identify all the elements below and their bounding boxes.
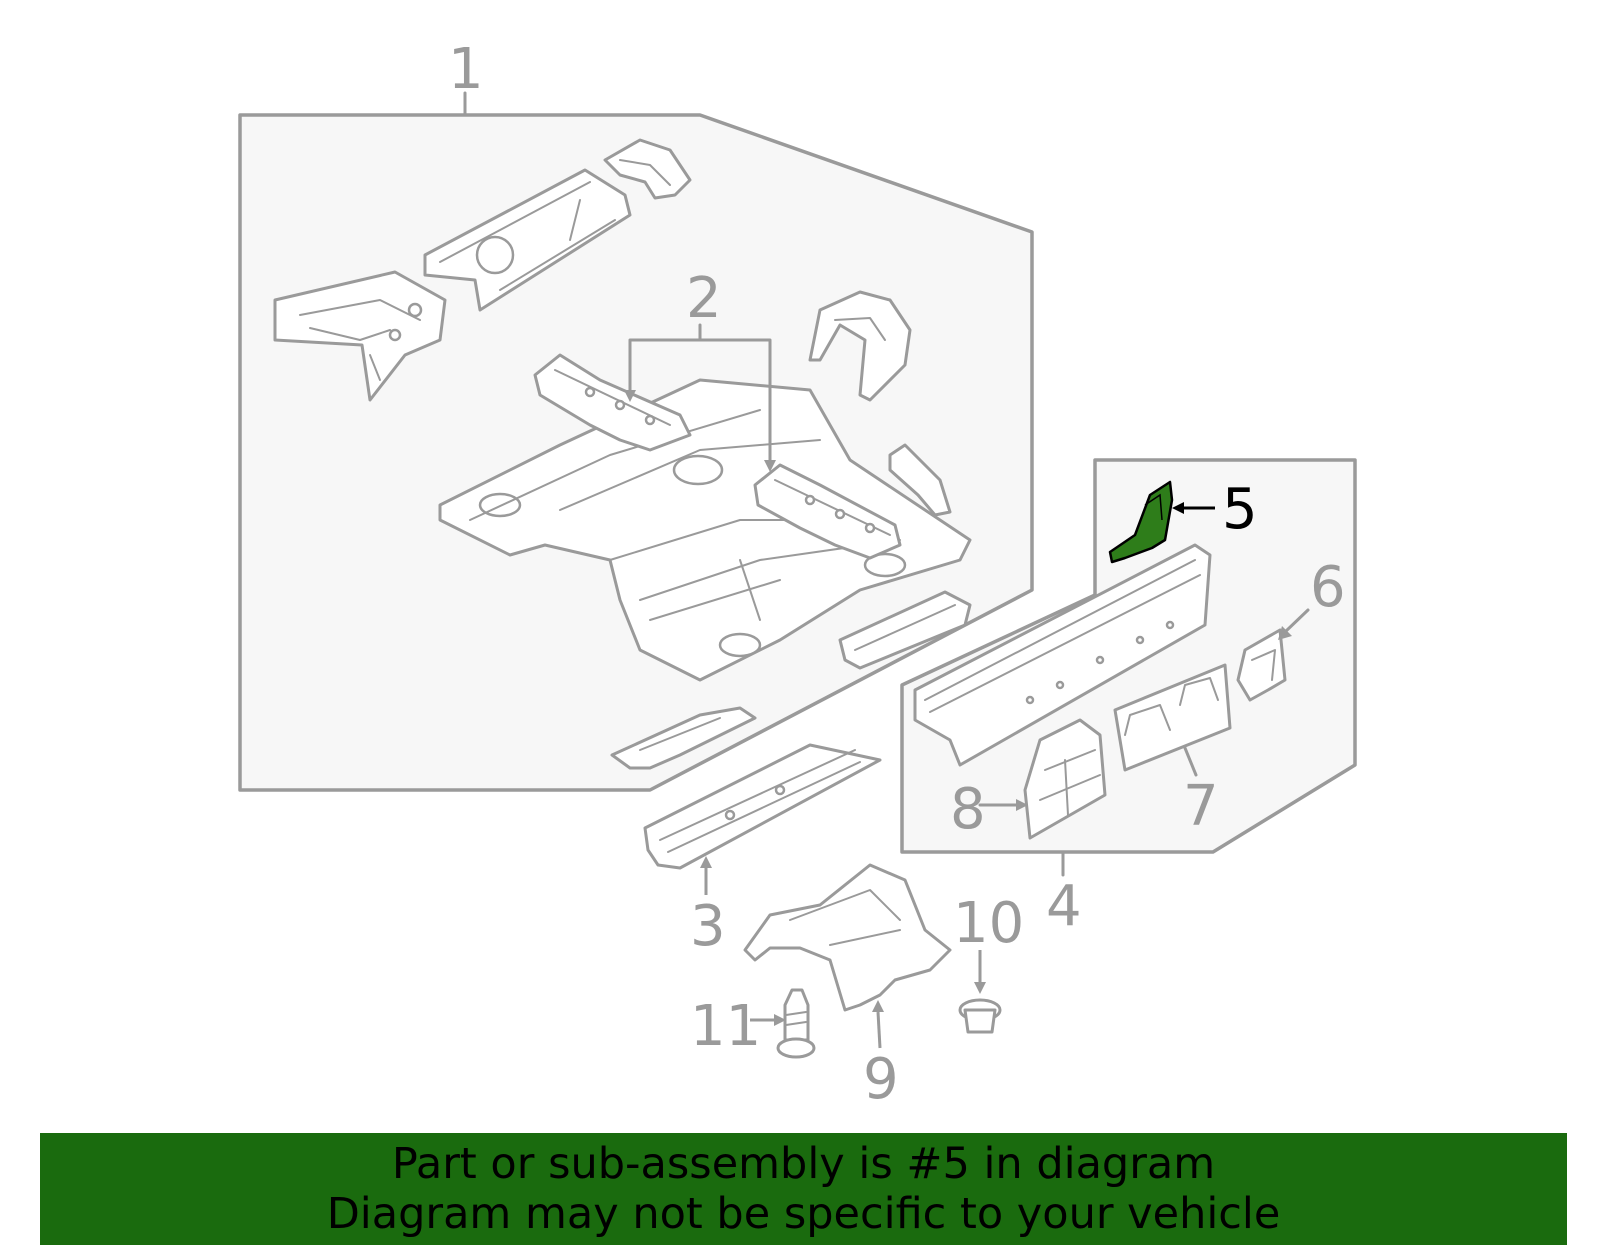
callout-7-leader — [1183, 746, 1198, 777]
floor-reinforcement-part[interactable] — [610, 706, 757, 770]
reinforcement-part[interactable] — [838, 590, 972, 670]
callout-2-arrow-a — [624, 390, 636, 402]
part-8[interactable] — [1023, 718, 1107, 840]
part-7[interactable] — [1113, 663, 1232, 772]
small-bracket-part[interactable] — [888, 443, 952, 517]
upper-bracket-part[interactable] — [603, 138, 692, 200]
callout-7[interactable]: 7 — [1183, 774, 1219, 839]
callout-6[interactable]: 6 — [1310, 555, 1346, 620]
callout-9[interactable]: 9 — [863, 1047, 899, 1112]
callout-11[interactable]: 11 — [690, 994, 761, 1059]
banner-line-2: Diagram may not be specific to your vehi… — [326, 1189, 1281, 1239]
banner-line-1: Part or sub-assembly is #5 in diagram — [391, 1139, 1216, 1189]
side-bracket-part[interactable] — [808, 290, 912, 402]
rail-3-part[interactable] — [643, 743, 882, 870]
callout-6-arrowhead — [1278, 626, 1292, 640]
callout-8-arrowhead — [1016, 799, 1028, 811]
callout-6-leader — [1283, 608, 1310, 634]
callout-5-arrowhead — [1172, 502, 1184, 514]
floor-pan-part[interactable] — [438, 378, 972, 682]
callout-10-arrowhead — [974, 982, 986, 994]
callout-2[interactable]: 2 — [686, 266, 722, 331]
crossmember-2b-part[interactable] — [753, 463, 902, 560]
part-5-highlighted[interactable] — [1108, 480, 1174, 564]
part-10[interactable] — [958, 998, 1002, 1034]
side-sill-part[interactable] — [913, 543, 1212, 767]
callout-4[interactable]: 4 — [1046, 874, 1082, 939]
part-9[interactable] — [743, 863, 952, 1012]
callout-10[interactable]: 10 — [953, 891, 1024, 956]
callout-9-leader — [876, 1011, 882, 1049]
crossmember-2a-part[interactable] — [533, 353, 692, 452]
callout-5[interactable]: 5 — [1222, 477, 1258, 542]
rear-floor-part[interactable] — [273, 270, 447, 402]
part-11[interactable] — [776, 988, 816, 1059]
callout-11-arrowhead — [774, 1014, 786, 1026]
callout-2-arrow-b — [764, 460, 776, 472]
callout-3-arrowhead — [700, 856, 712, 868]
info-banner: Part or sub-assembly is #5 in diagram Di… — [40, 1133, 1567, 1245]
part-5-shape[interactable] — [1108, 480, 1174, 564]
callout-9-arrowhead — [872, 1000, 884, 1012]
part-6[interactable] — [1236, 628, 1287, 702]
callout-3[interactable]: 3 — [690, 894, 726, 959]
callout-8[interactable]: 8 — [950, 777, 986, 842]
rear-crossmember-part[interactable] — [423, 168, 632, 312]
callout-1[interactable]: 1 — [448, 37, 484, 102]
